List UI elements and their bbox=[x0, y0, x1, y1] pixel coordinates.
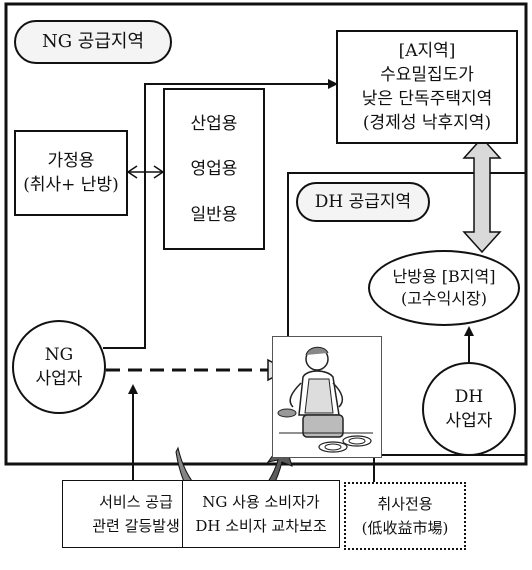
cross-subsidy-note: NG 사용 소비자가 DH 소비자 교차보조 bbox=[182, 480, 340, 548]
use-industrial: 산업용 bbox=[190, 113, 238, 134]
use-commercial: 영업용 bbox=[190, 159, 238, 179]
region-a-line4: (경제성 낙후지역) bbox=[362, 113, 492, 133]
region-a-line3: 낮은 단독주택지역 bbox=[361, 89, 493, 109]
ng-region-text: NG 공급지역 bbox=[41, 31, 145, 52]
service-conflict-line2: 관련 갈등발생 bbox=[92, 517, 180, 535]
ng-operator-line1: NG bbox=[44, 345, 74, 365]
dh-region-frame bbox=[287, 172, 527, 456]
household-box: 가정용 (취사+ 난방) bbox=[14, 130, 128, 216]
ng-operator-circle: NG 사업자 bbox=[12, 320, 106, 414]
region-a-box: [A지역] 수요밀집도가 낮은 단독주택지역 (경제성 낙후지역) bbox=[336, 30, 518, 144]
region-a-line1: [A지역] bbox=[398, 41, 456, 61]
cross-subsidy-line1: NG 사용 소비자가 bbox=[202, 493, 320, 511]
ng-to-region-a-arrow bbox=[103, 79, 338, 349]
uses-box: 산업용 영업용 일반용 bbox=[163, 88, 265, 250]
dh-region-label: DH 공급지역 bbox=[296, 182, 430, 222]
cooking-woman-illustration bbox=[272, 336, 382, 458]
cooking-only-note: 취사전용 (低收益市場) bbox=[344, 482, 466, 550]
cooking-only-line2: (低收益市場) bbox=[361, 519, 449, 537]
region-b-line2: (고수익시장) bbox=[400, 289, 488, 308]
region-b-line1: 난방용 [B지역] bbox=[392, 267, 496, 286]
cooking-only-line1: 취사전용 bbox=[377, 495, 433, 513]
region-ab-double-arrow bbox=[462, 136, 502, 254]
region-a-line2: 수요밀집도가 bbox=[380, 65, 474, 85]
dh-operator-circle: DH 사업자 bbox=[422, 362, 516, 456]
household-line2: (취사+ 난방) bbox=[23, 175, 119, 195]
cross-subsidy-line2: DH 소비자 교차보조 bbox=[195, 517, 327, 535]
dh-operator-line1: DH bbox=[454, 387, 484, 407]
ng-operator-line2: 사업자 bbox=[35, 369, 83, 389]
cooking-woman-icon bbox=[277, 346, 373, 453]
household-line1: 가정용 bbox=[47, 151, 95, 171]
ng-region-label: NG 공급지역 bbox=[14, 20, 172, 64]
region-b-ellipse: 난방용 [B지역] (고수익시장) bbox=[368, 250, 520, 326]
use-general: 일반용 bbox=[190, 204, 238, 225]
dh-region-text: DH 공급지역 bbox=[314, 192, 412, 212]
dh-operator-line2: 사업자 bbox=[445, 411, 493, 431]
service-conflict-line1: 서비스 공급 bbox=[99, 493, 173, 511]
